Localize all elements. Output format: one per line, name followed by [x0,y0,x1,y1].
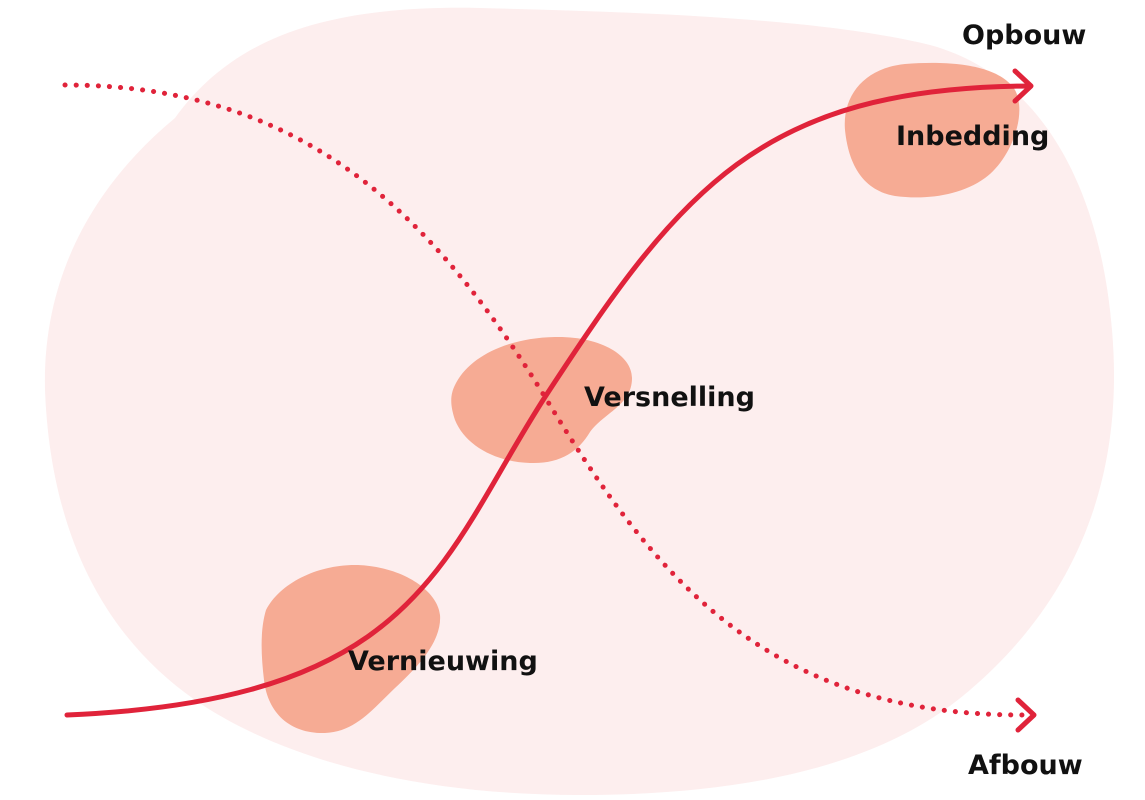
phase-blob-inbedding [844,62,1020,198]
opbouw-arrowhead [1012,68,1034,104]
phase-label-versnelling: Versnelling [584,382,755,413]
afbouw-curve [62,82,1025,718]
afbouw-arrowhead [1015,697,1037,733]
phase-label-vernieuwing: Vernieuwing [348,646,538,677]
afbouw-label: Afbouw [968,750,1083,781]
phase-label-inbedding: Inbedding [896,121,1050,152]
opbouw-curve [64,83,1031,718]
opbouw-label: Opbouw [962,20,1087,51]
